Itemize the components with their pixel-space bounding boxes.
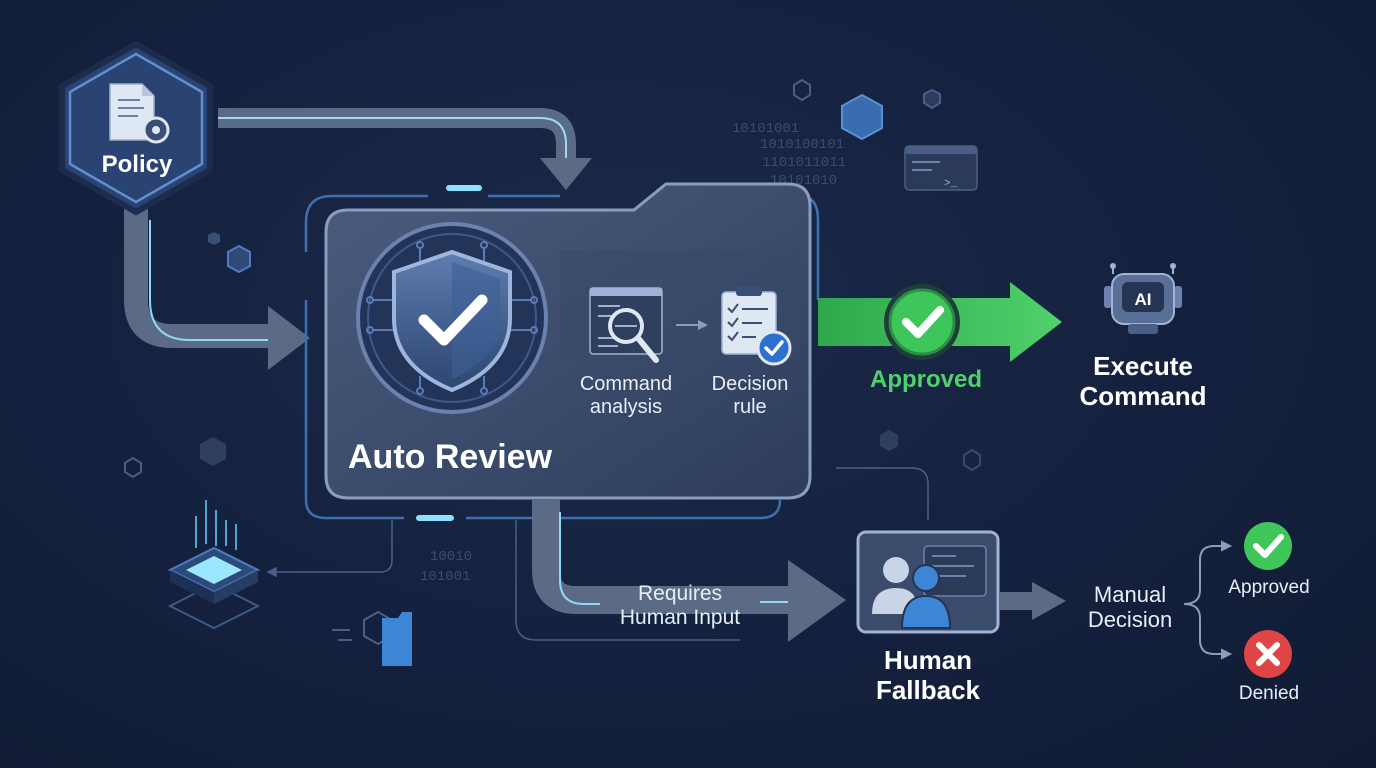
fallback-to-manual-arrow <box>1000 582 1066 620</box>
command-analysis-icon <box>589 287 663 363</box>
folder-icon <box>332 610 412 666</box>
policy-to-review-arrow-left <box>124 205 310 370</box>
analysis-to-rule-arrow <box>676 320 708 330</box>
glow-accent <box>446 185 482 191</box>
shield-check-icon <box>356 222 548 414</box>
decision-rule-icon <box>721 286 792 366</box>
manual-decision-label: Manual Decision <box>1068 582 1192 633</box>
server-platform-icon <box>167 500 261 630</box>
binary-line: 101001 <box>420 569 470 585</box>
requires-human-input-arrow <box>532 500 846 642</box>
approved-arrow <box>818 282 1062 362</box>
command-analysis-label: Command analysis <box>566 373 686 419</box>
connector-lines <box>266 467 929 641</box>
requires-line: Requires <box>637 582 723 605</box>
approved-outcome-icon <box>1244 522 1292 570</box>
requires-human-input-label: Requires Human Input <box>598 582 762 630</box>
denied-outcome-icon <box>1244 630 1292 678</box>
command-analysis-line: analysis <box>589 396 663 418</box>
policy-node[interactable] <box>59 40 213 216</box>
terminal-icon: >_ <box>904 145 978 191</box>
binary-code-decoration: 10101001 1010100101 1101011011 10101010 … <box>420 121 846 585</box>
ai-label: AI <box>1135 290 1152 309</box>
terminal-prompt: >_ <box>944 178 958 190</box>
manual-line: Manual <box>1093 582 1167 607</box>
outcome-approved-label: Approved <box>1228 577 1310 598</box>
human-fallback-label: Human Fallback <box>848 645 1008 706</box>
policy-label: Policy <box>101 151 173 178</box>
binary-line: 10101001 <box>732 121 799 137</box>
human-fallback-line: Fallback <box>875 674 981 705</box>
outcome-denied-label: Denied <box>1238 683 1300 704</box>
ai-robot-icon[interactable]: AI <box>1104 263 1182 334</box>
decorative-hexagons <box>124 78 981 479</box>
execute-line: Execute <box>1093 351 1193 381</box>
binary-line: 1010100101 <box>760 137 844 153</box>
binary-line: 1101011011 <box>762 155 846 171</box>
auto-review-title: Auto Review <box>348 438 553 476</box>
glow-accent <box>416 515 454 521</box>
execute-command-label: Execute Command <box>1048 351 1238 412</box>
command-analysis-line: Command <box>579 373 673 395</box>
decision-branch <box>1183 540 1233 660</box>
human-fallback-card[interactable] <box>856 530 1000 634</box>
execute-line: Command <box>1079 380 1207 411</box>
binary-line: 10010 <box>430 549 472 565</box>
approved-label: Approved <box>869 366 982 393</box>
manual-line: Decision <box>1087 607 1173 633</box>
decision-rule-label: Decision rule <box>700 373 800 419</box>
people-icon <box>872 557 952 629</box>
policy-to-review-arrow-top <box>218 108 592 190</box>
decision-rule-line: rule <box>733 396 767 418</box>
requires-line: Human Input <box>619 606 741 630</box>
human-fallback-line: Human <box>883 645 973 675</box>
policy-document-icon <box>109 83 170 144</box>
decision-rule-line: Decision <box>711 373 789 395</box>
approved-check-icon <box>902 306 944 338</box>
